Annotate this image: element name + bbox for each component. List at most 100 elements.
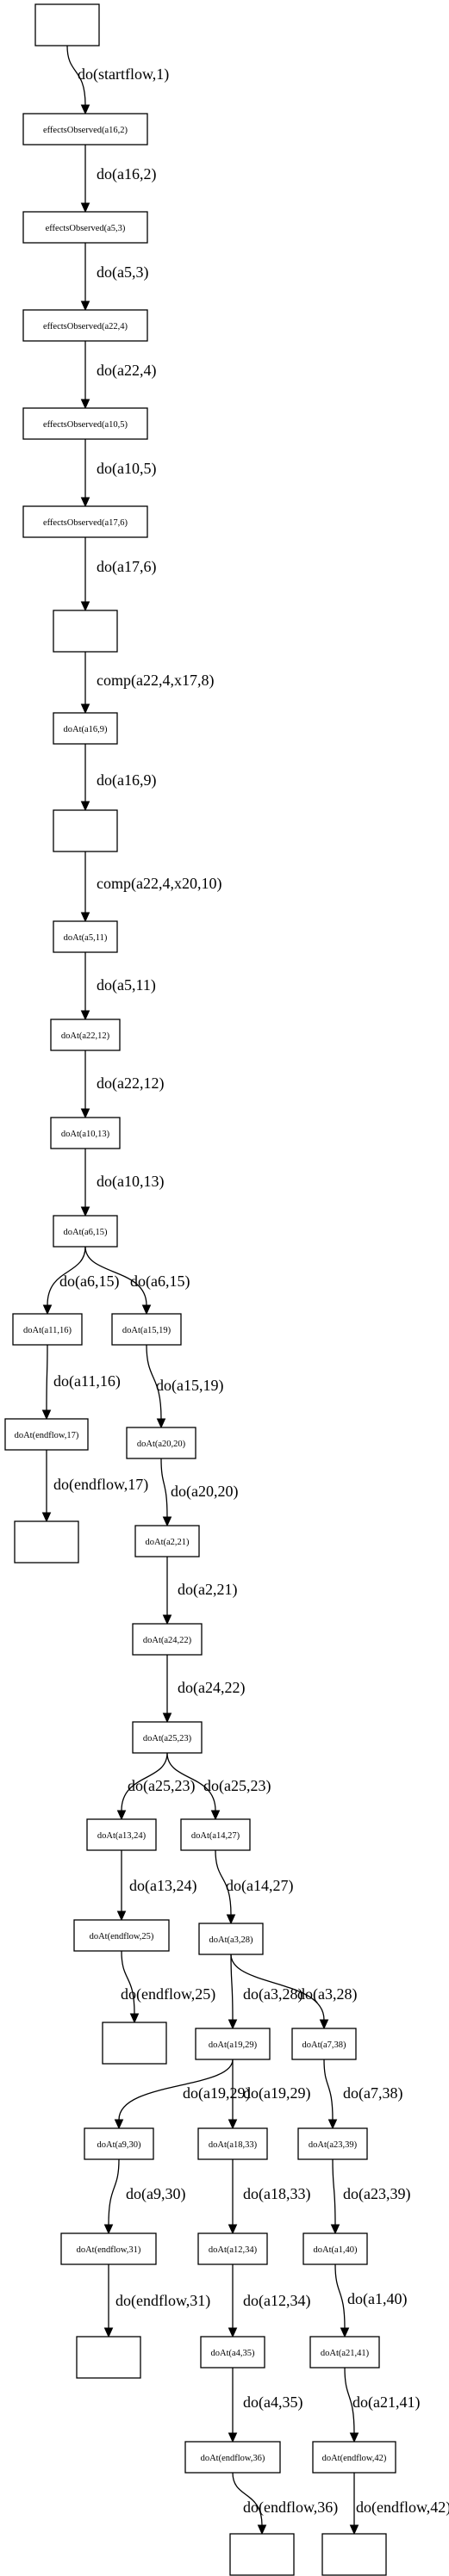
state-node-n31: doAt(endflow,31) [60, 2232, 157, 2265]
edge-n2-n3: do(a5,3) [80, 243, 148, 312]
edge-label: do(a18,33) [243, 2185, 310, 2203]
edge-n12-n14: do(a6,15) [84, 1246, 190, 1316]
state-label: doAt(endflow,42) [322, 2454, 387, 2463]
arrowhead [228, 2019, 238, 2030]
edge-line [230, 1954, 234, 2021]
state-box [53, 610, 118, 653]
state-node-n27: doAt(a7,38) [291, 2028, 357, 2060]
edge-label: do(endflow,42) [356, 2499, 449, 2517]
state-node-n29: doAt(a18,33) [197, 2127, 268, 2160]
edge-label: do(a15,19) [156, 1377, 223, 1395]
state-box [309, 2336, 380, 2369]
edge-n33-n36: do(a1,40) [334, 2263, 407, 2338]
state-label: doAt(a22,12) [61, 1031, 110, 1041]
arrowhead [141, 1304, 152, 1316]
state-box [53, 1215, 118, 1248]
state-box [84, 2127, 154, 2160]
arrowhead [257, 2524, 267, 2536]
state-box [22, 113, 148, 146]
edge-label: do(a22,4) [97, 362, 156, 380]
state-label: effectsObserved(a10,5) [43, 420, 128, 430]
state-box [197, 2232, 268, 2265]
arrowhead [228, 2119, 238, 2130]
state-node-n24: doAt(a3,28) [198, 1923, 264, 1955]
arrowhead [80, 202, 90, 214]
edge-n0-n1: do(startflow,1) [66, 45, 169, 115]
state-box [12, 1313, 83, 1346]
state-box [198, 1923, 264, 1955]
state-box [180, 1818, 251, 1851]
edge-n23-n25: do(endflow,25) [121, 1950, 215, 2024]
edge-line [47, 1246, 86, 1306]
edge-label: do(a5,11) [97, 976, 156, 994]
state-node-n19: doAt(a24,22) [132, 1623, 203, 1656]
edge-line [108, 2158, 120, 2226]
edge-label: do(a19,29) [183, 2084, 250, 2102]
arrowhead [41, 1512, 52, 1523]
edge-label: do(a10,13) [97, 1173, 164, 1191]
edge-label: do(endflow,25) [121, 1985, 215, 2003]
edge-n20-n22: do(a25,23) [166, 1752, 271, 1821]
edge-line [232, 2472, 263, 2526]
state-label: doAt(a16,9) [63, 725, 108, 734]
arrowhead [228, 2432, 238, 2443]
edge-label: do(a3,28) [243, 1985, 302, 2003]
state-label: effectsObserved(a22,4) [43, 322, 128, 331]
state-label: doAt(a10,13) [61, 1130, 110, 1139]
state-box [132, 1623, 203, 1656]
state-node-n4: effectsObserved(a10,5) [22, 407, 148, 440]
edge-line [323, 2059, 334, 2121]
state-box [50, 1117, 121, 1149]
state-box [229, 2533, 295, 2576]
state-label: doAt(a11,16) [23, 1326, 72, 1335]
state-node-n14: doAt(a15,19) [111, 1313, 182, 1346]
state-label: doAt(a19,29) [209, 2040, 258, 2050]
arrowhead [116, 1810, 127, 1821]
edge-n4-n5: do(a10,5) [80, 439, 156, 508]
edge-line [230, 1954, 325, 2021]
state-label: doAt(a12,34) [209, 2245, 258, 2255]
state-box [200, 2336, 265, 2369]
edge-label: do(a2,21) [178, 1581, 237, 1599]
state-node-n18: doAt(a2,21) [134, 1525, 200, 1557]
edge-n1-n2: do(a16,2) [80, 145, 156, 214]
edge-label: do(a4,35) [243, 2393, 302, 2412]
state-label: doAt(a3,28) [209, 1935, 253, 1945]
state-label: doAt(endflow,25) [90, 1932, 154, 1941]
state-node-n13: doAt(a11,16) [12, 1313, 83, 1346]
state-box [321, 2533, 387, 2576]
edge-line [121, 1752, 168, 1811]
edge-label: do(a12,34) [243, 2292, 310, 2310]
edge-label: do(a25,23) [203, 1777, 271, 1795]
state-box [86, 1818, 157, 1851]
edge-n27-n30: do(a7,38) [323, 2059, 402, 2130]
edge-label: do(endflow,31) [115, 2292, 210, 2310]
edge-label: do(a23,39) [343, 2185, 410, 2203]
edge-label: do(a1,40) [347, 2290, 407, 2308]
state-node-n1: effectsObserved(a16,2) [22, 113, 148, 146]
arrowhead [228, 2224, 238, 2235]
state-box [197, 2127, 268, 2160]
nodes-layer: effectsObserved(a16,2) effectsObserved(a5… [4, 3, 396, 2576]
edge-n14-n16: do(a15,19) [146, 1344, 223, 1429]
edge-label: do(a17,6) [97, 558, 156, 576]
edge-line [344, 2367, 355, 2434]
edge-n38-n40: do(endflow,42) [349, 2473, 449, 2536]
state-node-n16: doAt(a20,20) [126, 1427, 196, 1459]
edge-label: do(a22,12) [97, 1074, 164, 1093]
state-node-n38: doAt(endflow,42) [312, 2441, 396, 2474]
edge-label: do(a21,41) [352, 2393, 420, 2412]
edge-line [332, 2158, 336, 2226]
arrowhead [327, 2119, 338, 2130]
state-node-n23: doAt(endflow,25) [73, 1919, 170, 1952]
state-box [34, 3, 100, 46]
state-node-n3: effectsObserved(a22,4) [22, 309, 148, 342]
state-label: doAt(endflow,36) [201, 2454, 265, 2463]
state-box [22, 407, 148, 440]
edge-label: do(a25,23) [128, 1777, 195, 1795]
state-label: doAt(a13,24) [97, 1831, 147, 1841]
edge-n22-n24: do(a14,27) [215, 1849, 293, 1925]
state-node-n2: effectsObserved(a5,3) [22, 211, 148, 244]
edge-n36-n38: do(a21,41) [344, 2367, 420, 2443]
edge-label: do(a9,30) [126, 2185, 185, 2203]
